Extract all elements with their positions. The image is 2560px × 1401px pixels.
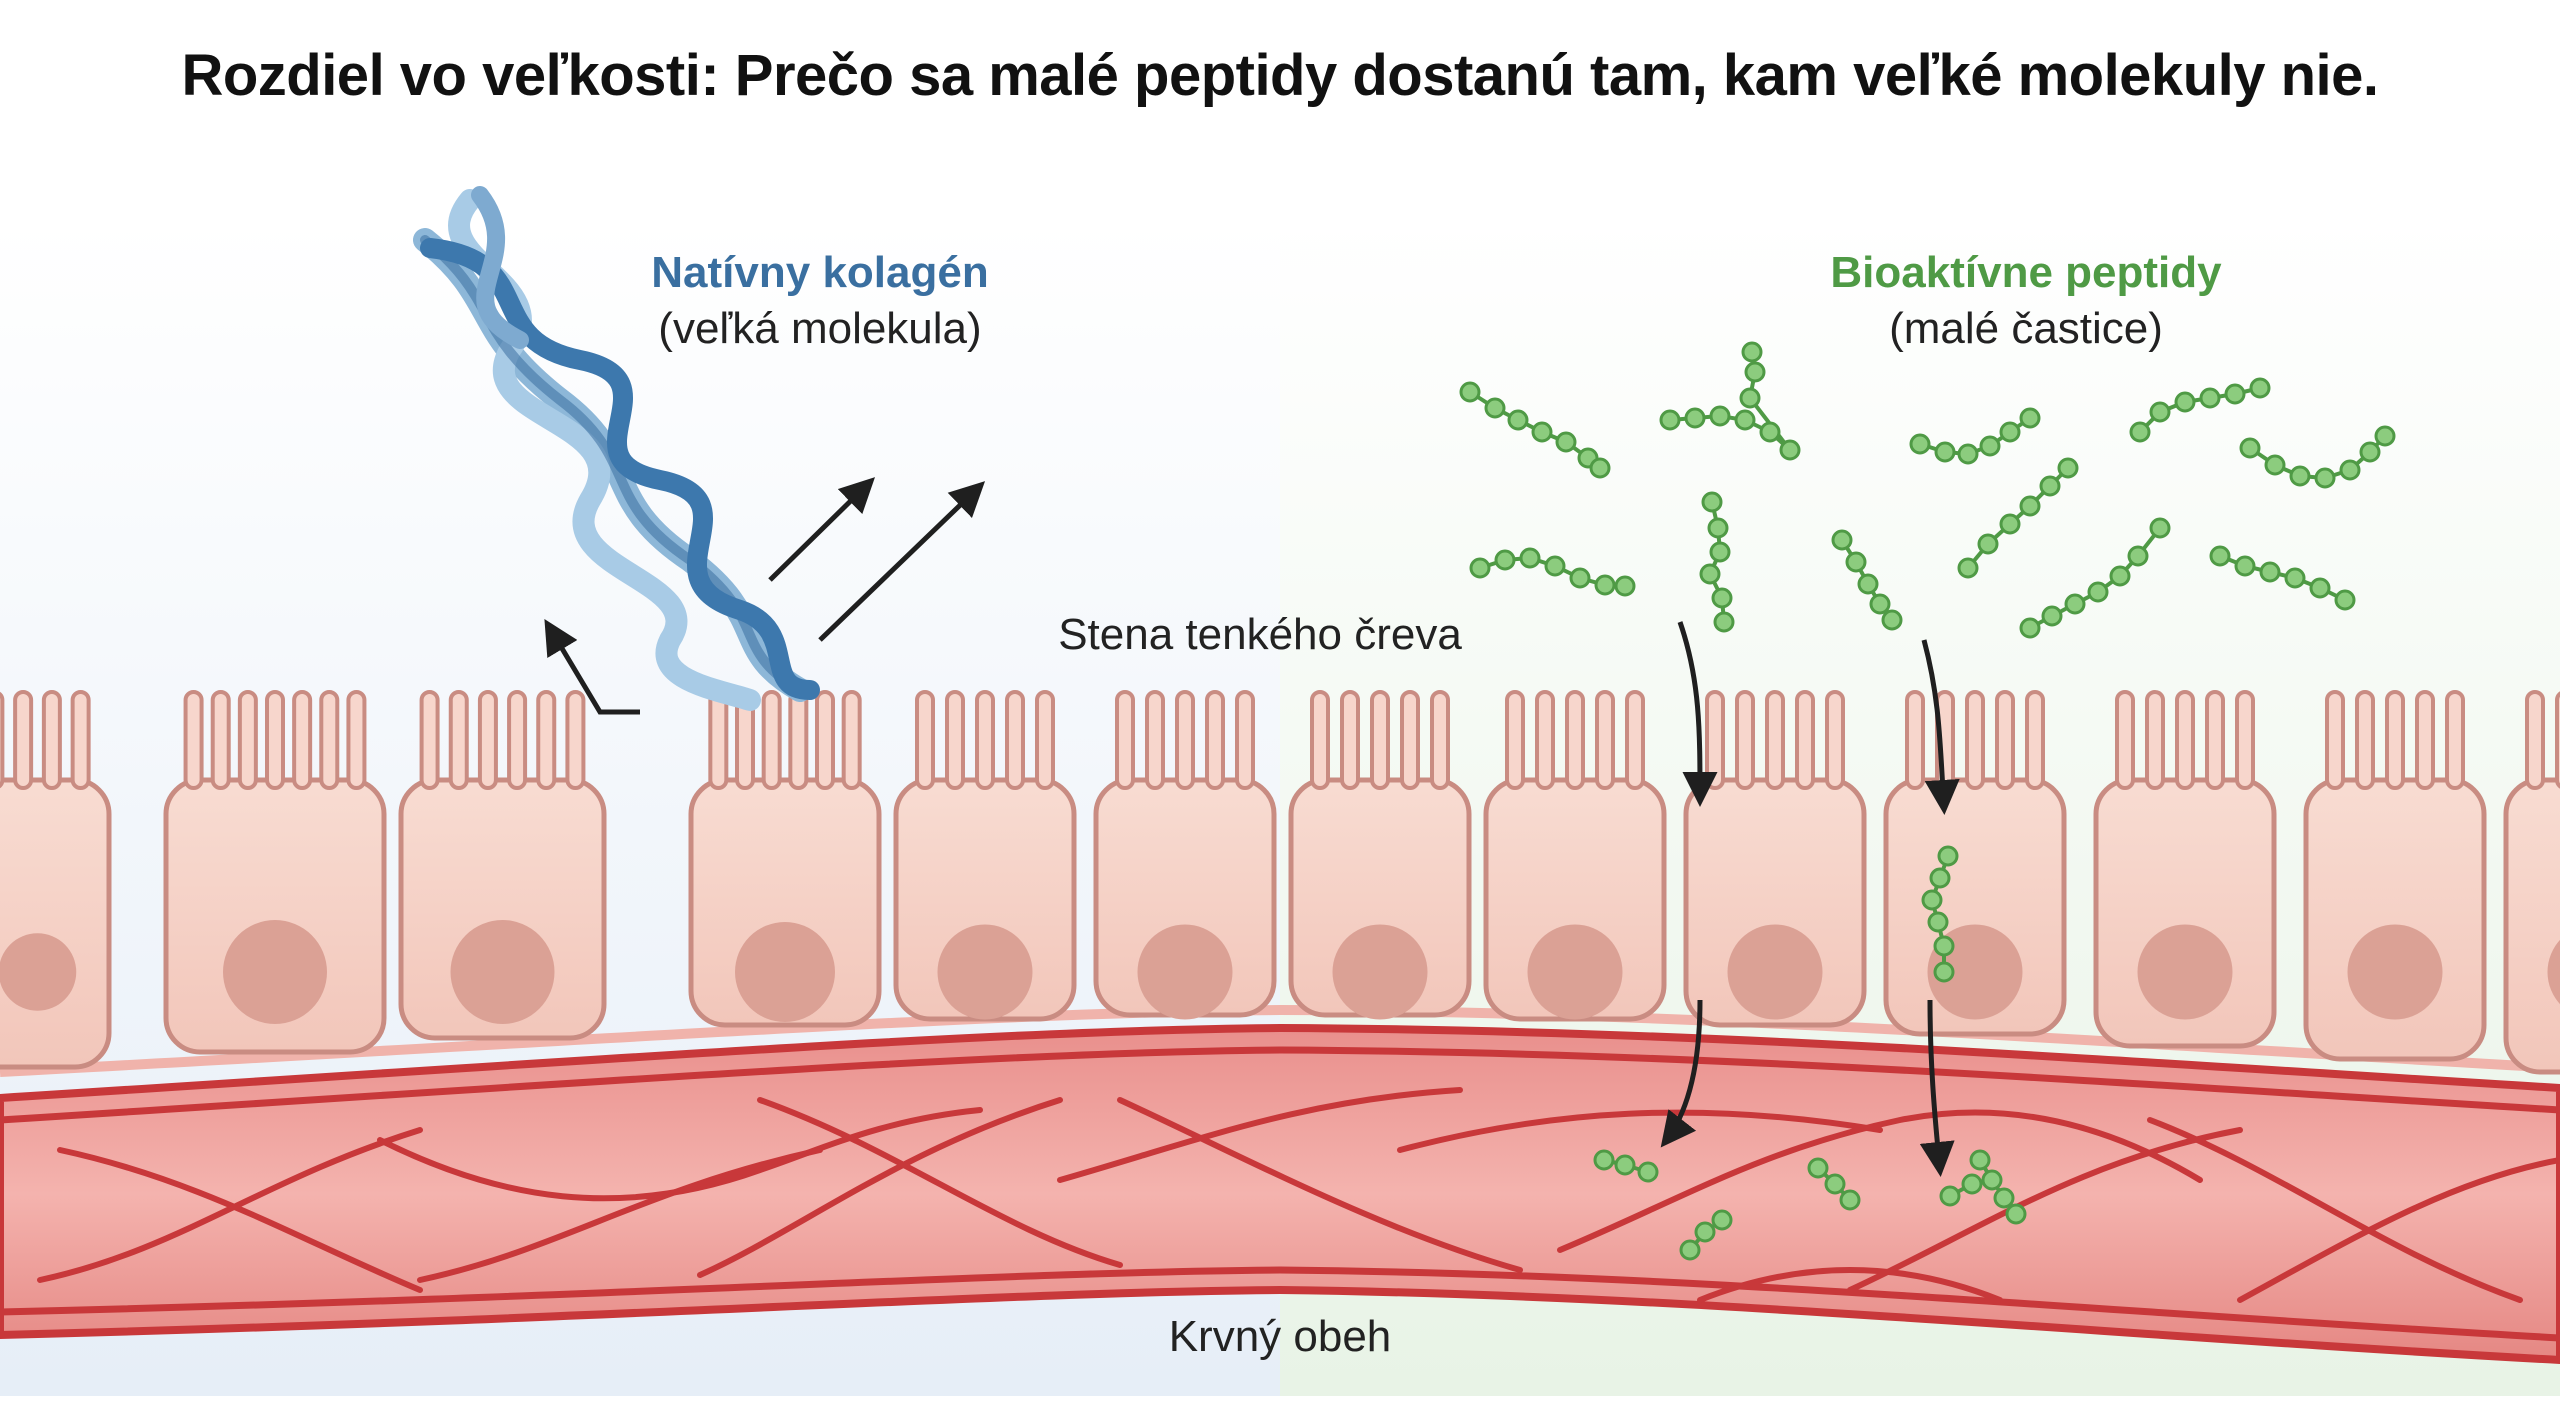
microvillus <box>213 692 229 788</box>
cell-nucleus <box>2348 925 2443 1020</box>
microvillus <box>947 692 963 788</box>
microvillus <box>1967 692 1983 788</box>
microvillus <box>538 692 554 788</box>
peptides-name: Bioaktívne peptidy <box>1766 248 2286 298</box>
intestine-wall-label: Stena tenkého čreva <box>1000 610 1520 660</box>
microvillus <box>2237 692 2253 788</box>
microvillus <box>1767 692 1783 788</box>
peptides-label-block: Bioaktívne peptidy (malé častice) <box>1766 248 2286 354</box>
cell-nucleus <box>1138 925 1233 1020</box>
microvillus <box>2117 692 2133 788</box>
peptides-description: (malé častice) <box>1766 304 2286 354</box>
microvillus <box>2357 692 2373 788</box>
microvillus <box>1907 692 1923 788</box>
microvillus <box>977 692 993 788</box>
microvillus <box>2447 692 2463 788</box>
microvillus <box>267 692 283 788</box>
microvillus <box>1037 692 1053 788</box>
microvillus <box>73 692 89 788</box>
epithelial-cell <box>2096 692 2274 1046</box>
epithelial-cell <box>896 692 1074 1020</box>
microvillus <box>44 692 60 788</box>
microvillus <box>790 692 806 788</box>
microvillus <box>2527 692 2543 788</box>
microvillus <box>1707 692 1723 788</box>
microvillus <box>844 692 860 788</box>
epithelial-cell <box>1886 692 2064 1034</box>
microvillus <box>2417 692 2433 788</box>
microvillus <box>567 692 583 788</box>
microvillus <box>1627 692 1643 788</box>
cell-nucleus <box>938 925 1033 1020</box>
microvillus <box>764 692 780 788</box>
microvillus <box>2327 692 2343 788</box>
microvillus <box>2387 692 2403 788</box>
collagen-name: Natívny kolagén <box>560 248 1080 298</box>
microvillus <box>2207 692 2223 788</box>
microvillus <box>294 692 310 788</box>
microvillus <box>1402 692 1418 788</box>
epithelial-cell <box>1686 692 1864 1025</box>
microvillus <box>422 692 438 788</box>
microvillus <box>1827 692 1843 788</box>
microvillus <box>1117 692 1133 788</box>
microvillus <box>1147 692 1163 788</box>
epithelial-cell <box>166 692 384 1052</box>
microvillus <box>1312 692 1328 788</box>
microvillus <box>1597 692 1613 788</box>
microvillus <box>240 692 256 788</box>
microvillus <box>15 692 31 788</box>
microvillus <box>451 692 467 788</box>
cell-nucleus <box>223 920 327 1024</box>
cell-nucleus <box>2138 925 2233 1020</box>
microvillus <box>0 692 2 788</box>
microvillus <box>321 692 337 788</box>
microvillus <box>710 692 726 788</box>
cell-nucleus <box>1728 925 1823 1020</box>
microvillus <box>509 692 525 788</box>
microvillus <box>1507 692 1523 788</box>
bloodstream-label: Krvný obeh <box>1080 1312 1480 1362</box>
microvillus <box>1372 692 1388 788</box>
microvillus <box>348 692 364 788</box>
page-title: Rozdiel vo veľkosti: Prečo sa malé pepti… <box>0 42 2560 109</box>
microvillus <box>1177 692 1193 788</box>
cell-nucleus <box>1333 925 1428 1020</box>
microvillus <box>2177 692 2193 788</box>
microvillus <box>1432 692 1448 788</box>
microvillus <box>1537 692 1553 788</box>
microvillus <box>2027 692 2043 788</box>
epithelial-cell <box>1096 692 1274 1020</box>
microvillus <box>480 692 496 788</box>
epithelial-cell <box>1486 692 1664 1020</box>
microvillus <box>2147 692 2163 788</box>
microvillus <box>186 692 202 788</box>
collagen-label-block: Natívny kolagén (veľká molekula) <box>560 248 1080 354</box>
cell-nucleus <box>451 920 555 1024</box>
microvillus <box>1567 692 1583 788</box>
microvillus <box>1797 692 1813 788</box>
cell-nucleus <box>0 933 76 1011</box>
microvillus <box>1207 692 1223 788</box>
cell-nucleus <box>735 922 835 1022</box>
cell-nucleus <box>1528 925 1623 1020</box>
microvillus <box>1237 692 1253 788</box>
epithelial-cell <box>2306 692 2484 1059</box>
microvillus <box>1007 692 1023 788</box>
epithelial-cell <box>1291 692 1469 1020</box>
microvillus <box>1342 692 1358 788</box>
microvillus <box>817 692 833 788</box>
collagen-description: (veľká molekula) <box>560 304 1080 354</box>
microvillus <box>917 692 933 788</box>
microvillus <box>1997 692 2013 788</box>
microvillus <box>1737 692 1753 788</box>
